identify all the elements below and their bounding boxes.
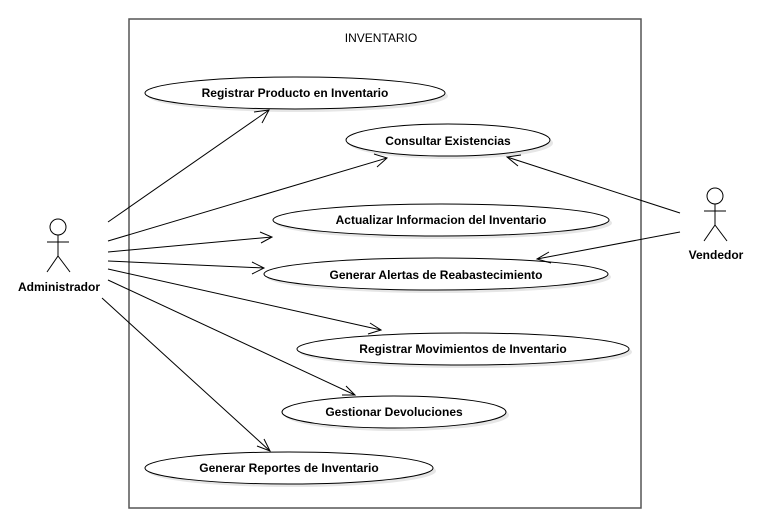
use-case-ellipse[interactable] — [272, 203, 610, 237]
use-case-generar-reportes[interactable]: Generar Reportes de Inventario — [144, 451, 436, 487]
use-case-registrar-movimientos[interactable]: Registrar Movimientos de Inventario — [296, 332, 632, 368]
use-case-label: Gestionar Devoluciones — [325, 405, 463, 419]
edge-admin-devoluciones — [107, 279, 357, 396]
actor-vendedor[interactable]: Vendedor — [689, 187, 744, 262]
edge-admin-actualizar — [107, 231, 274, 253]
actor-label: Vendedor — [689, 248, 744, 262]
edge-admin-alertas — [107, 260, 266, 275]
use-case-actualizar-informacion[interactable]: Actualizar Informacion del Inventario — [272, 203, 612, 239]
use-case-gestionar-devoluciones[interactable]: Gestionar Devoluciones — [281, 395, 509, 431]
system-title: INVENTARIO — [345, 31, 417, 45]
edge-seller-consultar — [505, 154, 681, 214]
use-case-label: Registrar Movimientos de Inventario — [359, 342, 566, 356]
use-case-generar-alertas[interactable]: Generar Alertas de Reabastecimiento — [263, 257, 611, 293]
use-case-label: Consultar Existencias — [385, 134, 511, 148]
associations — [101, 109, 681, 452]
stick-figure-icon — [703, 187, 728, 242]
actor-administrador[interactable]: Administrador — [18, 218, 100, 294]
stick-figure-icon — [46, 218, 71, 273]
edge-admin-reportes — [101, 297, 272, 452]
actor-label: Administrador — [18, 280, 100, 294]
edge-admin-registrar-producto — [107, 109, 270, 223]
use-case-ellipse[interactable] — [296, 332, 630, 366]
use-case-consultar-existencias[interactable]: Consultar Existencias — [345, 123, 553, 159]
use-case-label: Actualizar Informacion del Inventario — [336, 213, 547, 227]
use-case-registrar-producto[interactable]: Registrar Producto en Inventario — [144, 76, 448, 112]
edge-seller-alertas — [535, 231, 681, 264]
use-case-label: Registrar Producto en Inventario — [202, 86, 389, 100]
use-case-label: Generar Reportes de Inventario — [199, 461, 378, 475]
use-case-ellipse[interactable] — [345, 123, 551, 157]
use-case-ellipse[interactable] — [281, 395, 507, 429]
use-case-ellipse[interactable] — [144, 76, 446, 110]
use-case-ellipse[interactable] — [263, 257, 609, 291]
edge-admin-consultar — [107, 153, 388, 242]
edge-admin-movimientos — [107, 268, 383, 335]
use-case-label: Generar Alertas de Reabastecimiento — [330, 268, 543, 282]
use-case-ellipse[interactable] — [144, 451, 434, 485]
